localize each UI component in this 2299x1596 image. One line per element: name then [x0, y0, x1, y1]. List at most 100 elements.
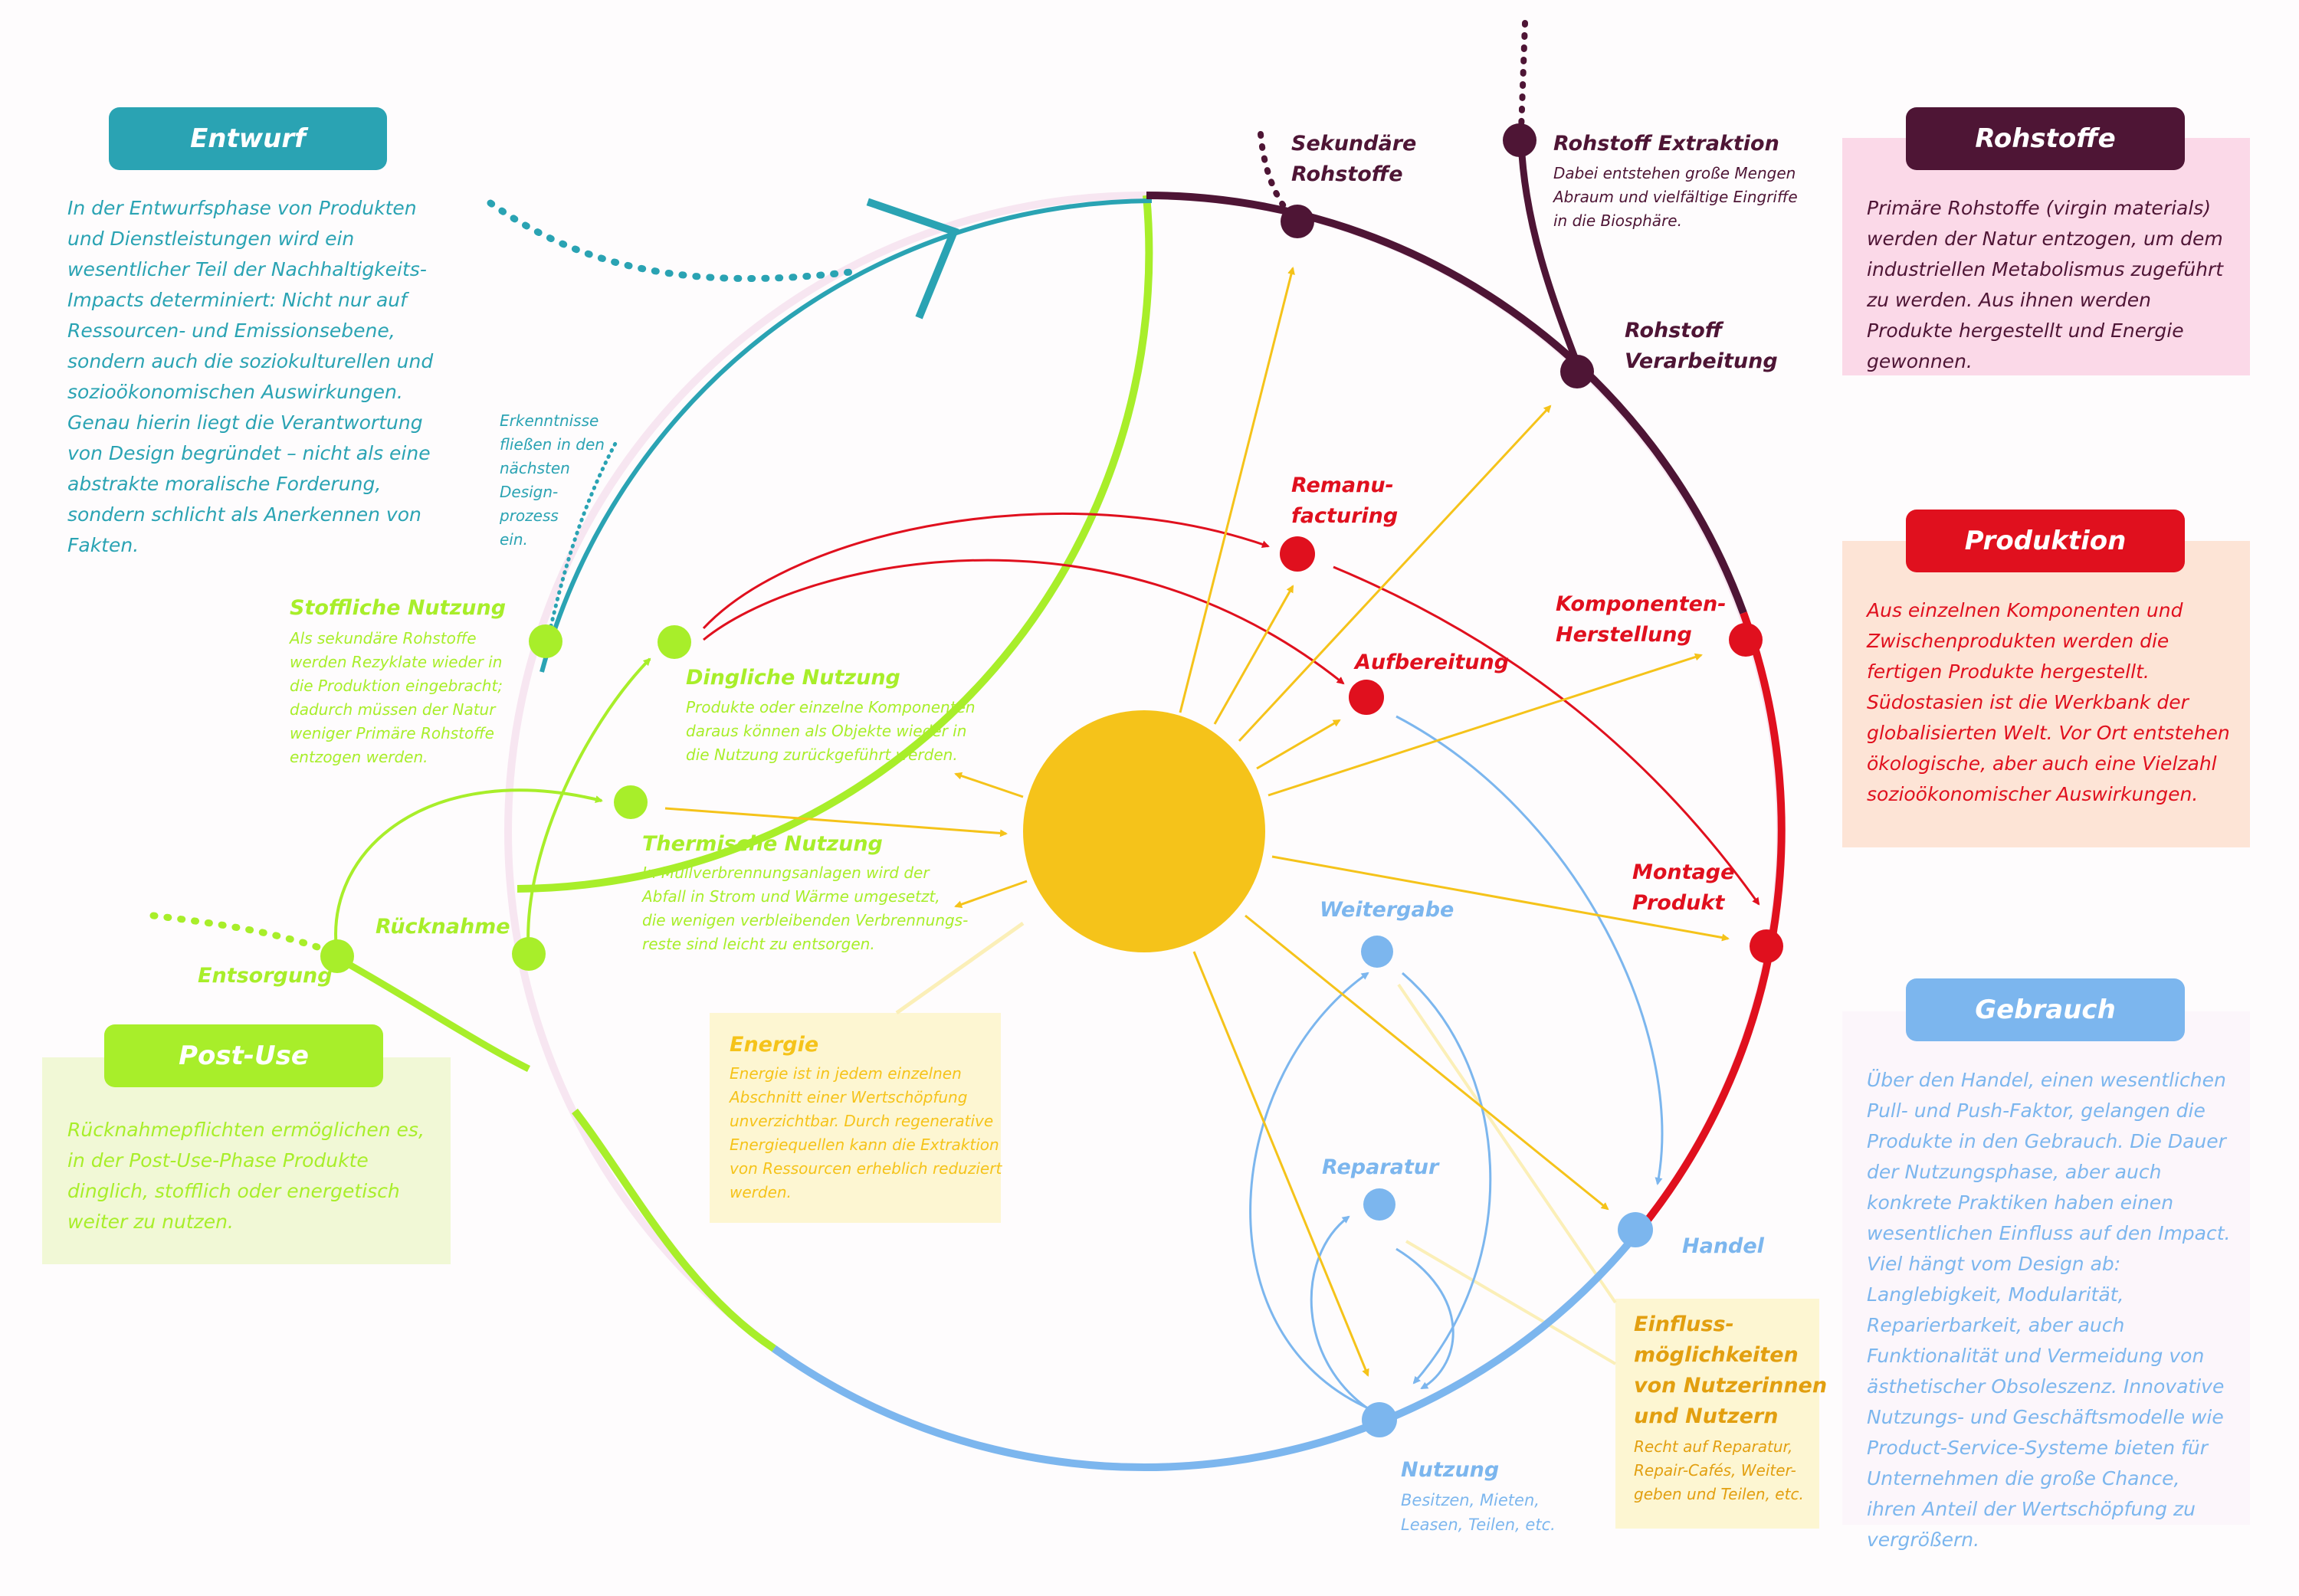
desc-erkenntnisse-line: Erkenntnisse: [500, 411, 599, 430]
einfluss-guide-line-2: [1405, 1240, 1617, 1365]
desc-thermisch-line: die wenigen verbleibenden Verbrennungs-: [642, 911, 968, 929]
label-montage-line: Montage: [1632, 860, 1734, 884]
desc-erkenntnisse-line: Design-: [500, 483, 558, 501]
label-komponenten-line: Komponenten-: [1556, 592, 1726, 616]
label-aufbereitung: Aufbereitung: [1353, 651, 1509, 674]
extraktion-dotted-input: [1518, 20, 1528, 133]
desc-stofflich-line: weniger Primäre Rohstoffe: [290, 724, 494, 742]
energy-arrow-verarbeitung: [1238, 405, 1552, 742]
einfluss-desc: Recht auf Reparatur,Repair-Cafés, Weiter…: [1634, 1437, 1804, 1503]
desc-erkenntnisse-line: prozess: [499, 506, 559, 525]
nutzung-to-weitergabe-arrow: [1249, 972, 1373, 1411]
postuse-panel-bg: [42, 1057, 451, 1264]
label-weitergabe-line: Weitergabe: [1320, 898, 1454, 922]
energy-arrow-sekundaere: [1179, 267, 1295, 713]
einfluss-title-line: möglichkeiten: [1634, 1343, 1799, 1367]
label-weitergabe: Weitergabe: [1320, 898, 1454, 922]
rohstoffe-text: Primäre Rohstoffe (virgin materials) wer…: [1867, 197, 2224, 372]
dinglich-to-remanu-arrow: [702, 512, 1270, 630]
energie-desc-line: unverzichtbar. Durch regenerative: [730, 1112, 993, 1130]
desc-extraktion-line: Dabei entstehen große Mengen: [1553, 164, 1796, 182]
produktion-panel-bg: [1842, 541, 2250, 847]
postuse-title: Post-Use: [104, 1024, 383, 1087]
label-komponenten: Komponenten-Herstellung: [1556, 592, 1726, 647]
desc-nutzung-line: Besitzen, Mieten,: [1401, 1491, 1540, 1509]
label-thermisch: Thermische Nutzung: [642, 832, 883, 856]
energy-arrow-handel: [1245, 914, 1609, 1211]
node-aufbereitung: [1349, 680, 1384, 715]
label-extraktion: Rohstoff Extraktion: [1553, 132, 1779, 156]
extraktion-line: [1517, 141, 1584, 373]
einfluss-title: Einfluss-möglichkeiten von Nutzerinnen und…: [1634, 1313, 1827, 1428]
label-thermisch-line: Thermische Nutzung: [642, 832, 883, 856]
energy-arrow-aufbereitung: [1256, 719, 1341, 770]
produktion-title: Produktion: [1906, 510, 2185, 572]
node-handel: [1618, 1212, 1653, 1247]
cycle-arc-blue: [772, 1227, 1643, 1472]
label-remanu-line: facturing: [1291, 504, 1398, 528]
node-montage: [1750, 929, 1783, 963]
node-reparatur: [1363, 1188, 1395, 1221]
energie-desc-line: Energie ist in jedem einzelnen: [730, 1064, 962, 1083]
node-extraktion: [1503, 123, 1536, 157]
label-nutzung-line: Nutzung: [1401, 1458, 1499, 1482]
energie-desc-line: werden.: [730, 1183, 792, 1201]
label-ruecknahme: Rücknahme: [376, 915, 510, 939]
produktion-text: Aus einzelnen Komponenten und Zwischenpr…: [1867, 599, 2230, 805]
desc-erkenntnisse-line: ein.: [500, 530, 528, 549]
einfluss-title-line: und Nutzern: [1634, 1404, 1778, 1428]
rohstoffe-title: Rohstoffe: [1906, 107, 2185, 170]
desc-thermisch-line: In Müllverbrennungsanlagen wird der: [642, 864, 930, 882]
label-dinglich: Dingliche Nutzung: [686, 666, 900, 690]
node-thermisch: [614, 785, 648, 819]
label-stofflich: Stoffliche Nutzung: [290, 596, 506, 620]
node-remanu: [1280, 536, 1315, 572]
desc-stofflich-line: entzogen werden.: [290, 748, 428, 766]
label-montage-line: Produkt: [1632, 891, 1725, 915]
node-verarbeitung: [1560, 355, 1594, 388]
desc-stofflich-line: Als sekundäre Rohstoffe: [288, 629, 477, 647]
energie-box-bg: [710, 1013, 1001, 1223]
energy-arrow-montage: [1271, 855, 1730, 942]
einfluss-title-line: von Nutzerinnen: [1634, 1374, 1827, 1398]
energy-arrow-thermisch-in: [664, 807, 1008, 837]
desc-stofflich-line: die Produktion eingebracht;: [290, 677, 503, 695]
ruecknahme-to-dinglich: [526, 657, 651, 955]
einfluss-title-line: Einfluss-: [1634, 1313, 1734, 1336]
energie-title: Energie: [730, 1033, 818, 1057]
label-remanu-line: Remanu-: [1291, 474, 1394, 497]
einfluss-box-bg: [1615, 1299, 1819, 1529]
desc-thermisch-line: reste sind leicht zu entsorgen.: [642, 935, 875, 953]
postuse-text: Rücknahmepflichten ermöglichen es, in de…: [67, 1119, 425, 1233]
einfluss-guide-line-1: [1397, 983, 1617, 1304]
desc-stofflich-line: werden Rezyklate wieder in: [290, 653, 502, 671]
energy-arrow-dinglich: [954, 772, 1024, 798]
einfluss-desc-line: geben und Teilen, etc.: [1634, 1485, 1804, 1503]
gebrauch-title: Gebrauch: [1906, 978, 2185, 1041]
cycle-arc-teal: [539, 198, 1153, 673]
desc-dinglich-line: Produkte oder einzelne Komponenten: [686, 698, 976, 716]
einfluss-box: Einfluss-möglichkeiten von Nutzerinnen und…: [1634, 1313, 1827, 1503]
energie-desc-line: von Ressourcen erheblich reduziert: [730, 1159, 1002, 1178]
node-ruecknahme: [512, 937, 546, 971]
desc-erkenntnisse-line: fließen in den: [500, 435, 605, 454]
label-handel: Handel: [1682, 1234, 1765, 1258]
entwurf-dotted-input: [487, 199, 854, 283]
label-sekundaere-line: Sekundäre: [1291, 132, 1416, 156]
label-stofflich-line: Stoffliche Nutzung: [290, 596, 506, 620]
cycle-arrow-head: [866, 198, 959, 320]
nutzung-to-reparatur-arrow: [1310, 1215, 1376, 1415]
aufbereitung-to-handel-arrow: [1395, 715, 1664, 1185]
desc-extraktion-line: Abraum und vielfältige Eingriffe: [1552, 188, 1798, 206]
label-reparatur-line: Reparatur: [1322, 1155, 1440, 1179]
energy-arrow-thermisch-out: [954, 880, 1028, 909]
label-ruecknahme-line: Rücknahme: [376, 915, 510, 939]
energie-guide-line: [895, 921, 1025, 1015]
energy-arrow-nutzung: [1192, 951, 1369, 1377]
label-verarbeitung-line: Verarbeitung: [1625, 349, 1778, 373]
reparatur-to-nutzung-arrow: [1395, 1247, 1455, 1390]
